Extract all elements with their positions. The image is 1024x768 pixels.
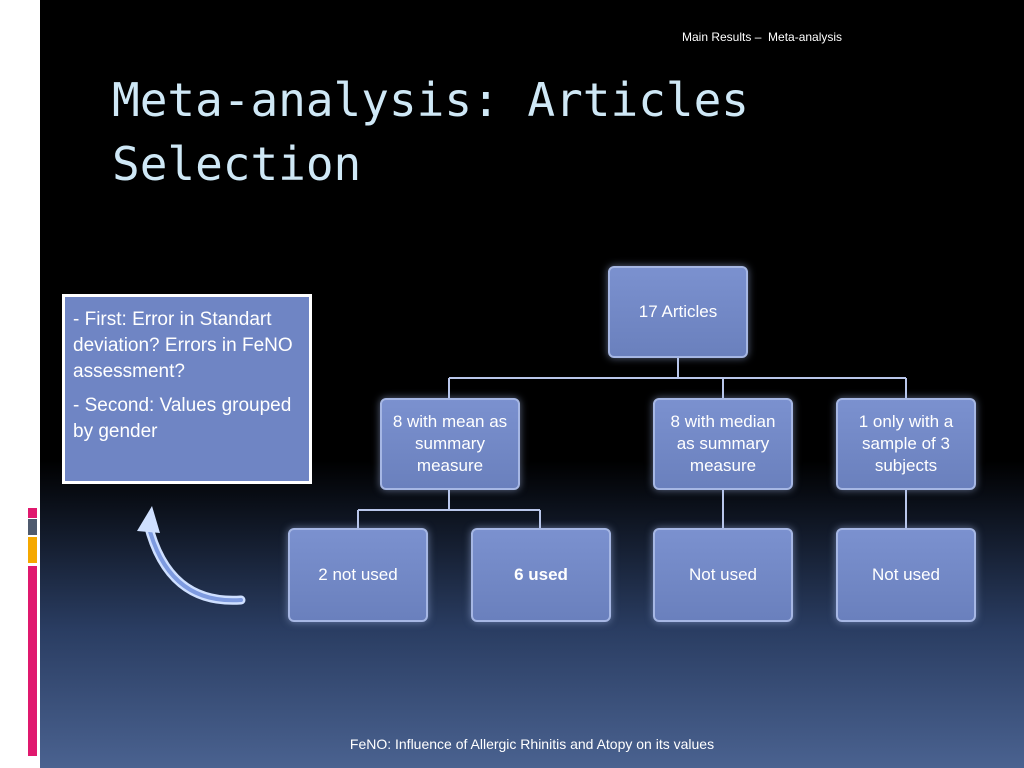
strip-mark-pink-top — [28, 508, 37, 518]
strip-mark-pink — [28, 566, 37, 756]
node-median-summary: 8 with median as summary measure — [653, 398, 793, 490]
strip-mark-orange — [28, 537, 37, 563]
node-2-not-used: 2 not used — [288, 528, 428, 622]
note-line-first: - First: Error in Standart deviation? Er… — [73, 309, 293, 382]
node-single-not-used: Not used — [836, 528, 976, 622]
note-line-second: - Second: Values grouped by gender — [73, 395, 292, 442]
diagram-connectors — [137, 358, 907, 605]
node-6-used: 6 used — [471, 528, 611, 622]
strip-mark-gray — [28, 519, 37, 535]
node-mean-summary: 8 with mean as summary measure — [380, 398, 520, 490]
slide: Main Results – Meta-analysis Meta-analys… — [40, 0, 1024, 768]
node-median-not-used: Not used — [653, 528, 793, 622]
slide-title: Meta-analysis: Articles Selection — [112, 73, 749, 191]
node-single-sample: 1 only with a sample of 3 subjects — [836, 398, 976, 490]
note-box: - First: Error in Standart deviation? Er… — [62, 294, 312, 484]
curved-arrow-icon — [137, 506, 246, 605]
left-margin-strip — [0, 0, 40, 768]
footer-text: FeNO: Influence of Allergic Rhinitis and… — [349, 736, 715, 752]
node-17-articles: 17 Articles — [608, 266, 748, 358]
header-breadcrumb: Main Results – Meta-analysis — [682, 30, 843, 44]
